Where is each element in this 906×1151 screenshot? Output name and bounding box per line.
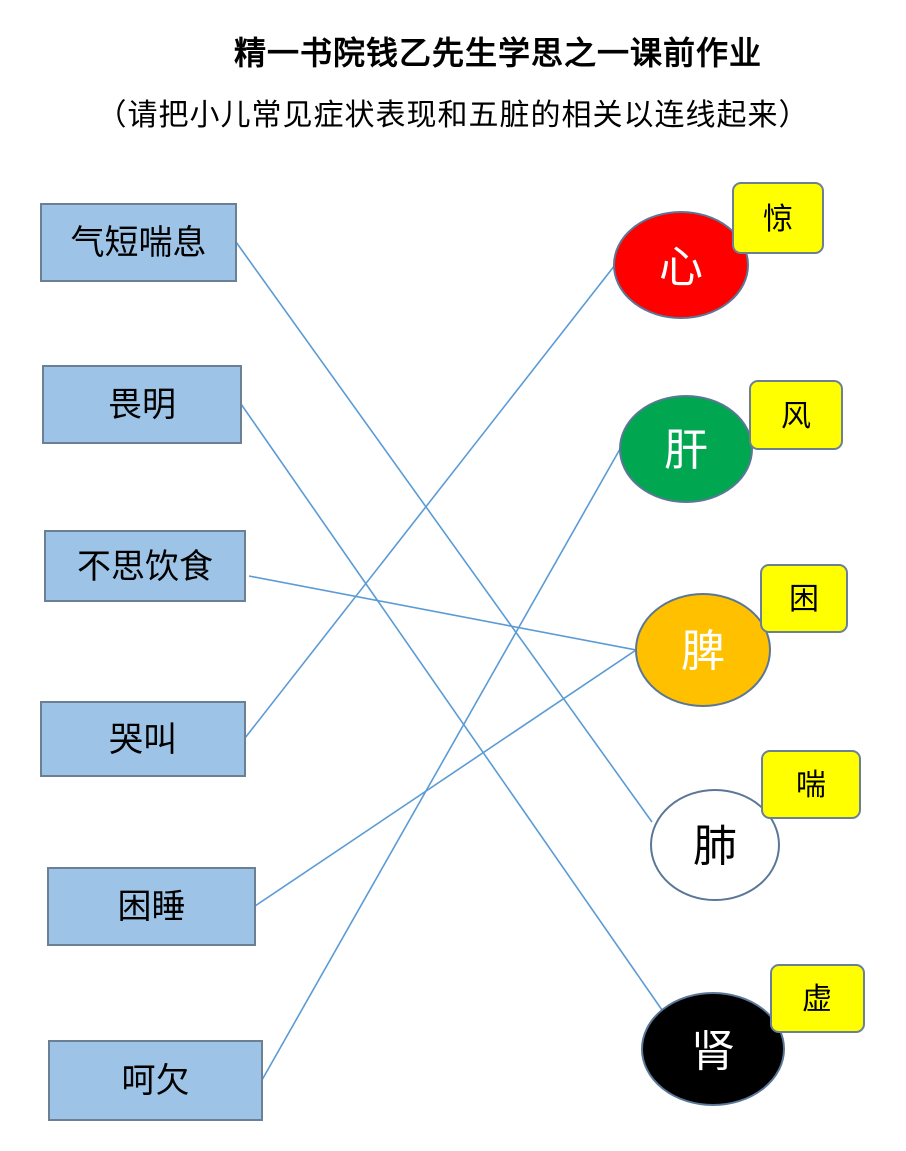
page-subtitle: （请把小儿常见症状表现和五脏的相关以连线起来）	[96, 98, 810, 133]
organ-shen[interactable]: 肾	[641, 992, 785, 1106]
symptom-box-busi[interactable]: 不思饮食	[44, 530, 246, 602]
link-kunshui-pi	[254, 649, 637, 907]
symptom-box-weiming[interactable]: 畏明	[42, 365, 242, 444]
tag-label: 虚	[802, 982, 832, 1017]
organ-label: 心	[659, 242, 703, 293]
tag-pi: 困	[760, 564, 848, 633]
symptom-label: 呵欠	[122, 1061, 190, 1101]
symptom-label: 困睡	[118, 887, 186, 927]
organ-label: 肝	[664, 425, 708, 476]
tag-xin: 惊	[732, 182, 824, 254]
tag-label: 喘	[796, 768, 826, 803]
tag-shen: 虚	[770, 964, 865, 1033]
symptom-box-kujiao[interactable]: 哭叫	[40, 701, 246, 777]
link-heqian-gan	[261, 448, 621, 1081]
symptom-box-qiduan[interactable]: 气短喘息	[40, 203, 237, 282]
symptom-box-kunshui[interactable]: 困睡	[47, 867, 256, 946]
link-kujiao-xin	[244, 264, 616, 739]
organ-gan[interactable]: 肝	[619, 395, 753, 503]
symptom-label: 畏明	[108, 385, 176, 425]
organ-pi[interactable]: 脾	[635, 593, 771, 707]
link-qiduan-fei	[235, 241, 653, 823]
link-weiming-shen	[240, 403, 663, 1011]
link-busi-pi	[248, 575, 637, 651]
tag-fei: 喘	[761, 750, 861, 819]
organ-xin[interactable]: 心	[613, 211, 749, 319]
tag-label: 困	[789, 582, 819, 617]
organ-label: 脾	[681, 626, 725, 677]
page-title: 精一书院钱乙先生学思之一课前作业	[233, 34, 762, 72]
tag-gan: 风	[749, 380, 843, 450]
organ-fei[interactable]: 肺	[650, 789, 780, 901]
symptom-box-heqian[interactable]: 呵欠	[48, 1040, 263, 1121]
symptom-label: 气短喘息	[71, 223, 207, 263]
symptom-label: 不思饮食	[77, 547, 213, 587]
link-lines	[235, 241, 663, 1081]
organ-label: 肺	[693, 821, 737, 872]
organ-label: 肾	[691, 1026, 735, 1077]
tag-label: 风	[781, 399, 811, 434]
symptom-label: 哭叫	[109, 720, 177, 760]
tag-label: 惊	[763, 202, 793, 237]
